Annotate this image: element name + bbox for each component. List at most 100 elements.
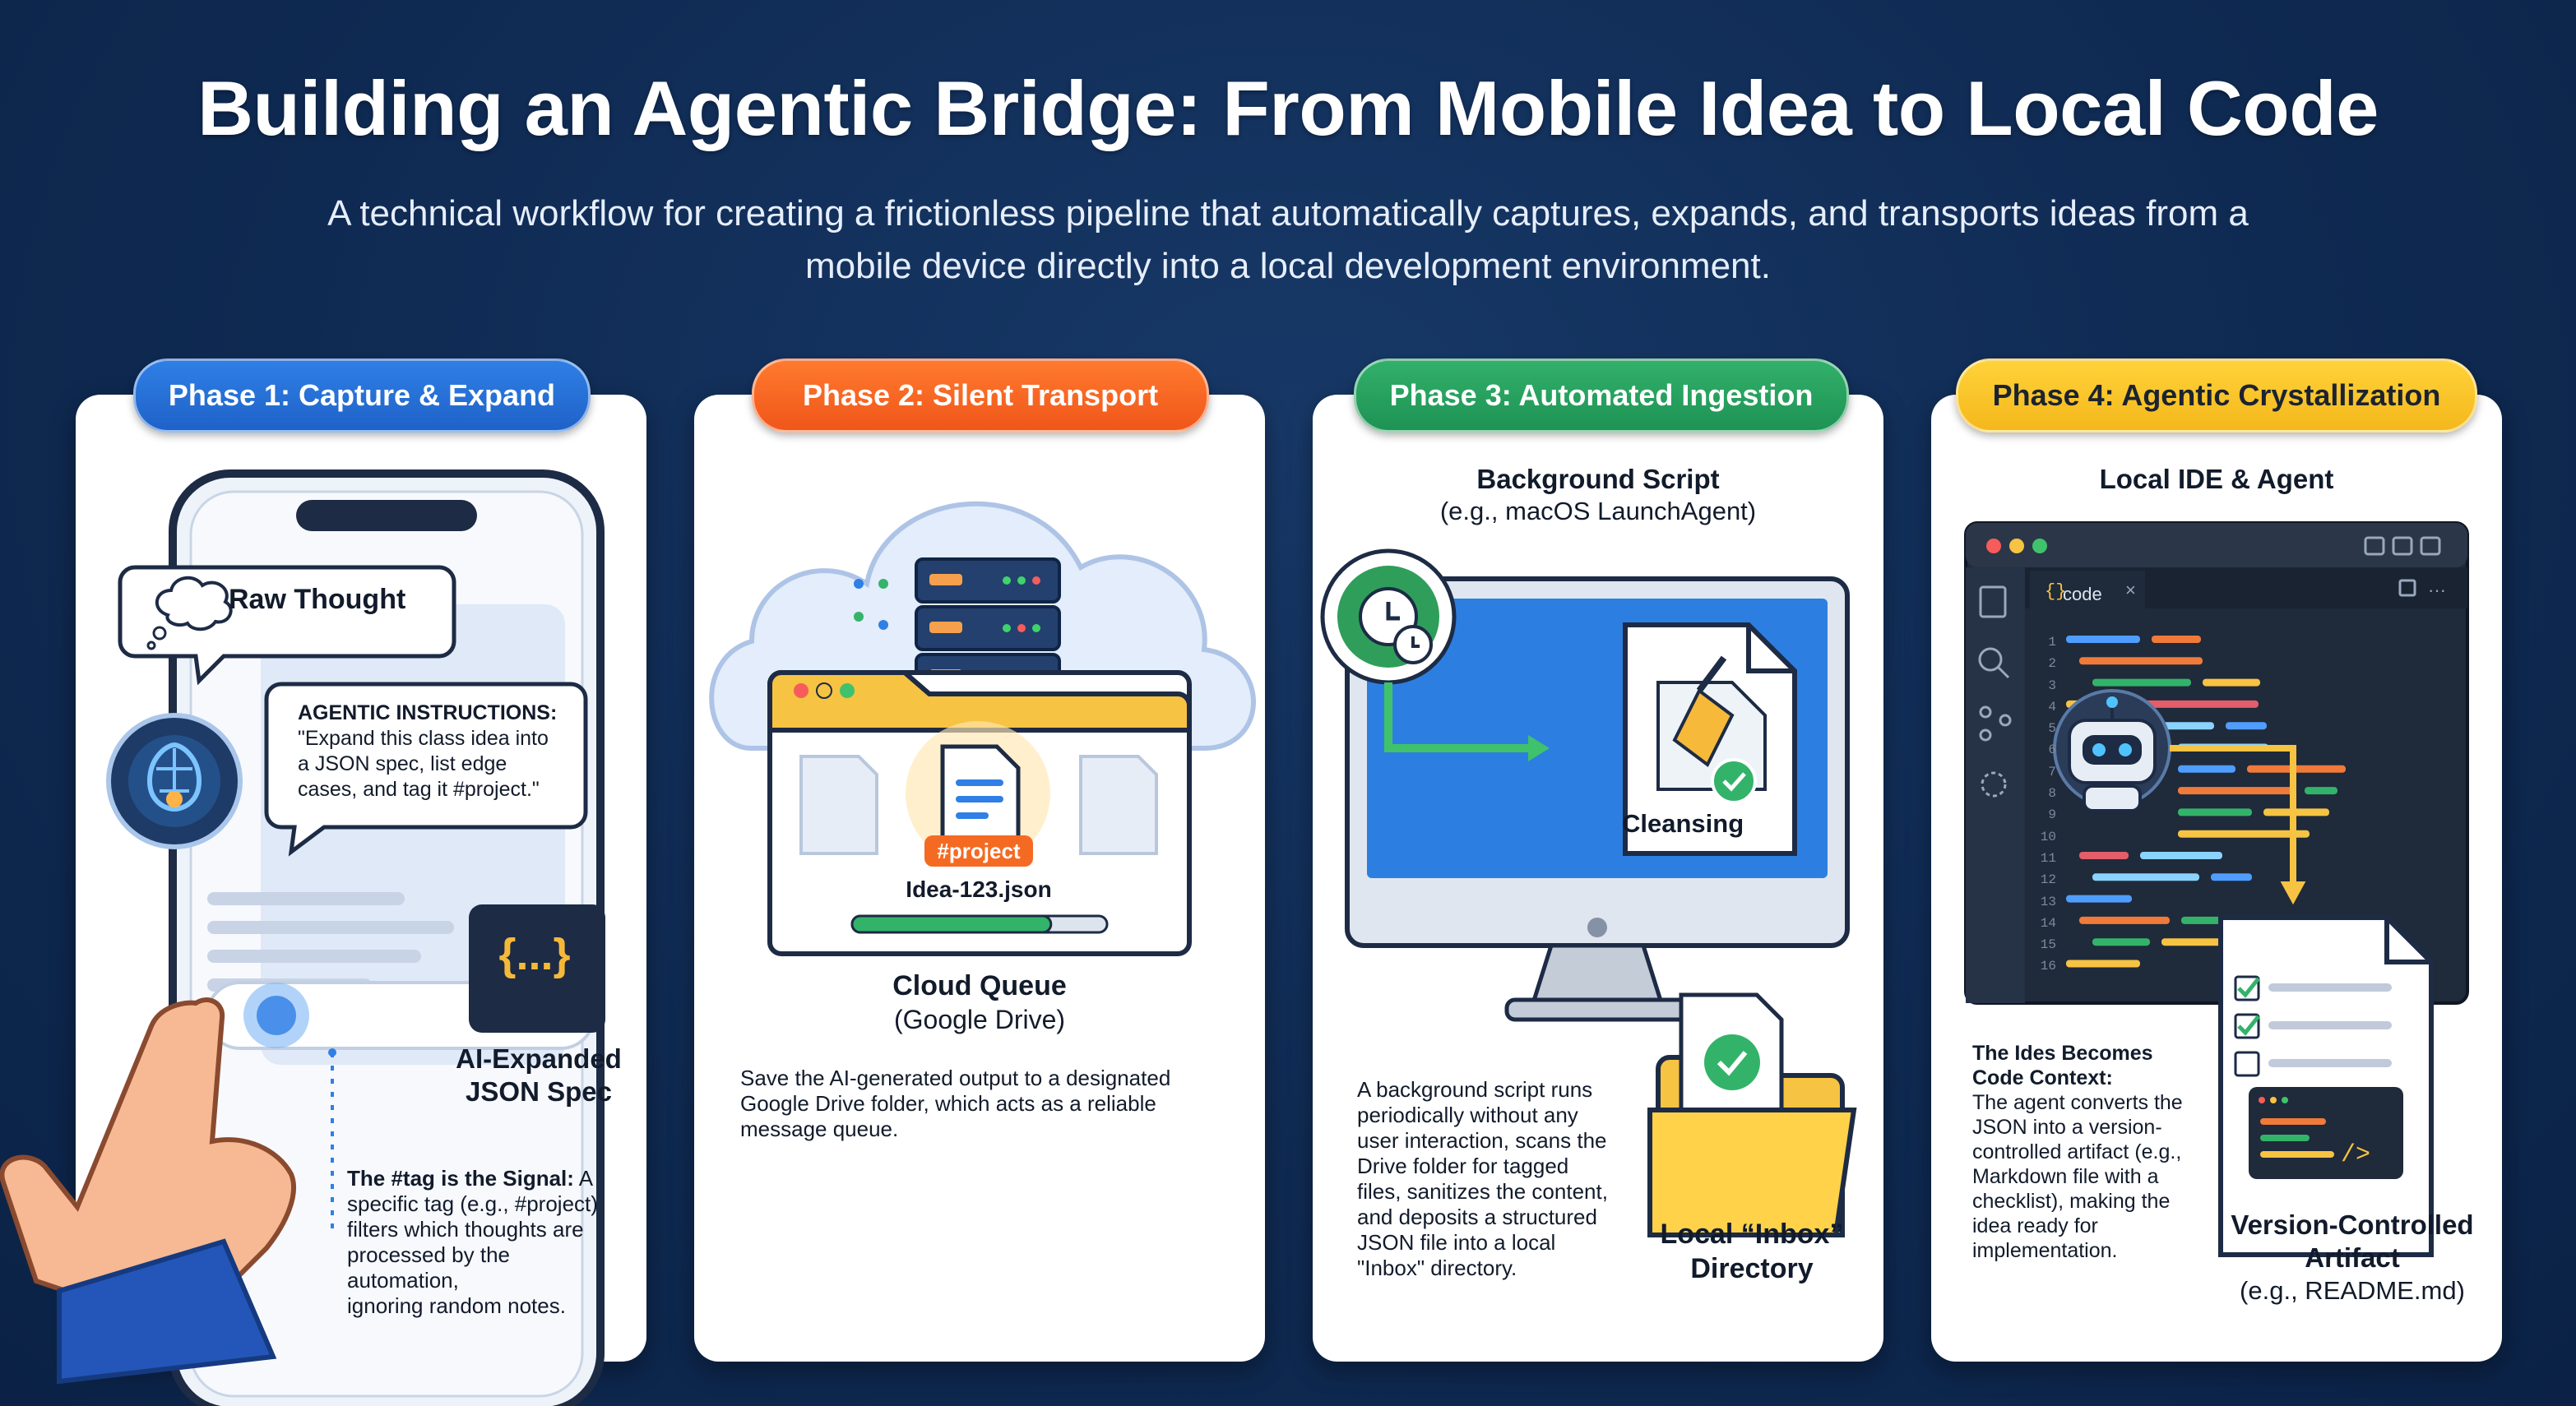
desc-line: and deposits a structured [1357,1205,1597,1229]
agentic-instructions: AGENTIC INSTRUCTIONS: "Expand this class… [298,701,586,802]
code-line [2092,873,2199,881]
file-name: Idea-123.json [906,876,1052,902]
background-script-title: Background Script [1476,464,1720,494]
svg-text:×: × [2125,580,2136,600]
tag-line: processed by the [347,1242,511,1267]
code-line [2066,636,2140,643]
code-line [2066,895,2132,903]
cloud-queue-subtitle: (Google Drive) [893,1005,1066,1034]
line-number: 4 [2048,699,2056,715]
line-number: 16 [2040,959,2056,974]
line-number: 14 [2040,915,2056,931]
cloud-queue-title: Cloud Queue [892,970,1067,1001]
code-line [2079,657,2203,665]
project-tag-badge: #project [937,839,1021,863]
code-line [2143,700,2259,708]
progress-fill [850,914,1053,934]
json-braces-icon: {...} [498,930,571,979]
code-line [2079,852,2129,859]
phase4-badge: Phase 4: Agentic Crystallization [1956,358,2477,432]
checklist-icon [2234,975,2392,1077]
phase2-badge: Phase 2: Silent Transport [752,358,1209,432]
code-line [2203,678,2260,687]
artifact-label-line: (e.g., README.md) [2240,1276,2465,1305]
code-line [2079,916,2170,924]
code-line [2066,960,2140,968]
inbox-label-line: Directory [1690,1253,1814,1284]
phase1-badge: Phase 1: Capture & Expand [133,358,591,432]
desc-line: Markdown file with a [1972,1165,2159,1188]
json-spec-label-line: JSON Spec [466,1076,612,1107]
desc-line: message queue. [740,1117,899,1141]
json-spec-label: AI-Expanded JSON Spec [436,1043,642,1108]
code-line [2226,722,2267,730]
line-number: 15 [2040,937,2056,953]
artifact-label: Version-Controlled Artifact (e.g., READM… [2212,1209,2492,1307]
code-line [2140,852,2222,859]
desc-line: Google Drive folder, which acts as a rel… [740,1091,1156,1116]
svg-text:{}: {} [2045,581,2066,602]
artifact-label-line: Artifact [2305,1242,2400,1273]
phase3-description: A background script runs periodically wi… [1357,1077,1670,1281]
desc-line: Save the AI-generated output to a design… [740,1066,1171,1090]
line-number: 11 [2040,850,2056,866]
code-line [2092,678,2191,687]
desc-line: checklist), making the [1972,1190,2171,1213]
json-spec-label-line: AI-Expanded [456,1043,622,1074]
line-number: 9 [2048,807,2056,823]
code-line [2178,808,2252,816]
line-number: 2 [2048,656,2056,672]
line-number: 7 [2048,764,2056,779]
editor-tab-name[interactable]: code [2063,584,2102,604]
local-inbox-label: Local “Inbox” Directory [1645,1217,1859,1286]
instructions-heading: AGENTIC INSTRUCTIONS: [298,701,558,724]
desc-line: files, sanitizes the content, [1357,1179,1608,1204]
code-line [2305,787,2337,795]
instructions-line: "Expand this class idea into [298,727,549,750]
line-number: 13 [2040,894,2056,909]
background-script-subtitle: (e.g., macOS LaunchAgent) [1439,497,1757,525]
artifact-label-line: Version-Controlled [2231,1209,2474,1240]
page-subtitle: A technical workflow for creating a fric… [327,193,2249,286]
tag-heading: The #tag is the Signal: [347,1166,574,1191]
raw-thought-label: Raw Thought [229,584,406,615]
desc-line: idea ready for [1972,1214,2098,1237]
code-line [2178,787,2293,795]
code-line [2178,830,2310,838]
desc-line: controlled artifact (e.g., [1972,1140,2182,1163]
ide-illustration: {} × ··· /> [1964,521,2469,1257]
cleansing-label: Cleansing [1622,809,1744,838]
phase3-badge: Phase 3: Automated Ingestion [1354,358,1849,432]
tag-line: specific tag (e.g., #project) [347,1191,598,1216]
desc-line: periodically without any [1357,1103,1578,1127]
desc-line: JSON into a version- [1972,1116,2162,1139]
desc-line: JSON file into a local [1357,1230,1556,1255]
tag-line: ignoring random notes. [347,1293,566,1318]
desc-line: user interaction, scans the [1357,1128,1607,1153]
code-line [2211,873,2252,881]
line-number: 12 [2040,872,2056,888]
line-number: 10 [2040,829,2056,844]
phase4-description: The Ides Becomes Code Context: The agent… [1972,1041,2268,1263]
tag-line: A [578,1166,594,1191]
svg-text:···: ··· [2428,580,2446,600]
ide-title: Local IDE & Agent [2099,464,2334,494]
line-number: 1 [2048,635,2056,650]
code-line [2092,938,2150,946]
phone-illustration [0,469,605,1406]
desc-heading: The Ides Becomes [1972,1042,2153,1065]
monitor-illustration [1320,548,1857,1237]
desc-line: implementation. [1972,1239,2118,1262]
code-line [2178,765,2235,773]
desc-heading: Code Context: [1972,1066,2113,1089]
gear-clock-icon [1320,548,1457,685]
robot-agent-icon [2053,689,2171,812]
inbox-label-line: Local “Inbox” [1660,1219,1844,1250]
cloud-queue-illustration [709,501,1256,956]
desc-line: Drive folder for tagged [1357,1154,1569,1178]
page-title: Building an Agentic Bridge: From Mobile … [197,65,2379,151]
tag-line: filters which thoughts are [347,1217,584,1242]
tag-signal-note: The #tag is the Signal: A specific tag (… [347,1166,635,1319]
tag-line: automation, [347,1268,459,1293]
line-number: 5 [2048,721,2056,737]
